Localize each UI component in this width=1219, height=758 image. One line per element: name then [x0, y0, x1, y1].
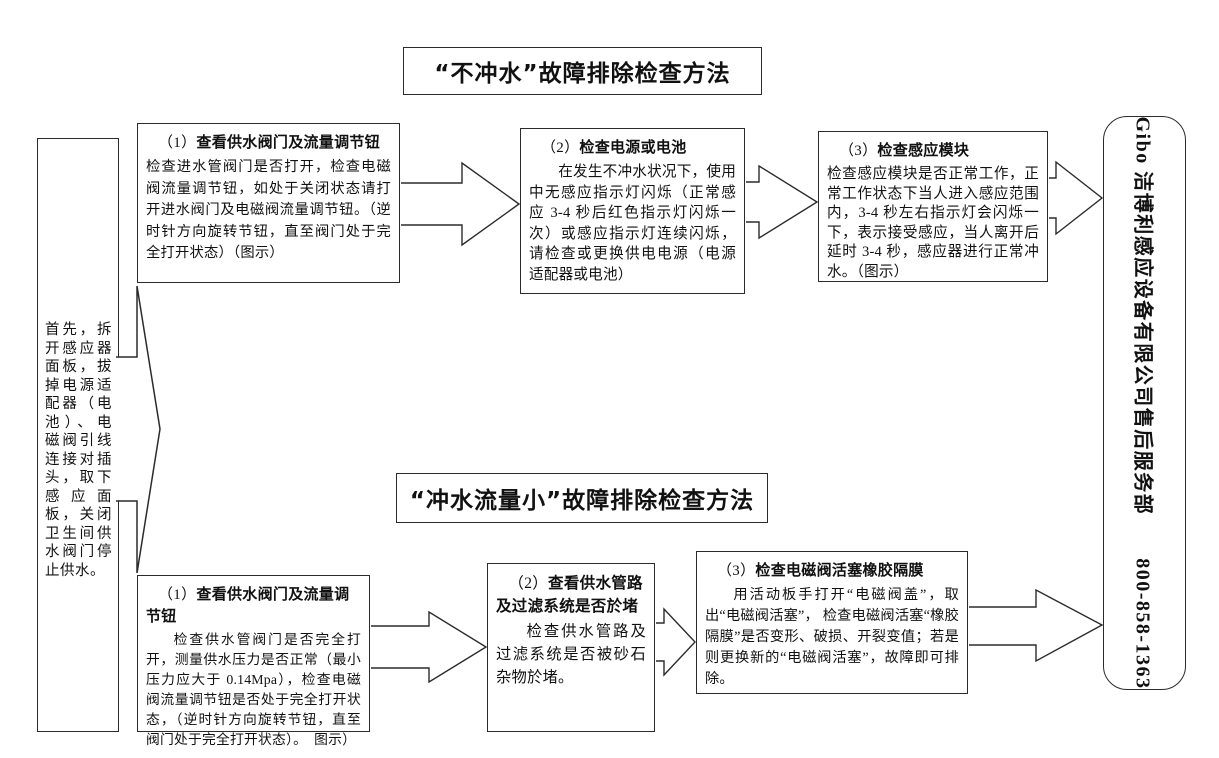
step-number: （1） [158, 587, 197, 603]
step-body: 在发生不冲水状况下，使用中无感应指示灯闪烁（正常感应 3-4 秒后红色指示灯闪烁… [529, 164, 736, 283]
step-title: （1）查看供水阀门及流量调节钮 [146, 132, 391, 154]
step-box-no-flush-2: （2）检查电源或电池 在发生不冲水状况下，使用中无感应指示灯闪烁（正常感应 3-… [520, 128, 745, 294]
step-title: （1）查看供水阀门及流量调节钮 [146, 584, 361, 627]
arrow-no-flush-1-to-2 [401, 161, 521, 247]
step-number: （3） [717, 563, 756, 579]
step-title-text: 检查感应模块 [877, 141, 970, 159]
step-body: 检查供水管路及过滤系统是否被砂石杂物於堵。 [496, 623, 646, 686]
step-body: 检查供水管阀门是否完全打开，测量供水压力是否正常（最小压力应大于 0.14Mpa… [146, 632, 361, 747]
step-title-text: 检查电源或电池 [579, 138, 687, 156]
step-number: （2） [541, 140, 580, 156]
preparation-note-text: 首先，拆开感应器面板，拔掉电源适配器（电池）、电磁阀引线连接对插头，取下感应面板… [45, 322, 112, 579]
arrow-no-flush-2-to-3 [746, 164, 819, 240]
service-contact-box: Gibo 洁博利感应设备有限公司售后服务部 800-858-1363 [1103, 116, 1186, 690]
preparation-note-box: 首先，拆开感应器面板，拔掉电源适配器（电池）、电磁阀引线连接对插头，取下感应面板… [37, 138, 119, 732]
step-title-text: 查看供水阀门及流量调节钮 [146, 585, 350, 625]
arrow-no-flush-3-to-service [1049, 160, 1104, 236]
step-box-low-flow-2: （2）查看供水管路及过滤系统是否於堵 检查供水管路及过滤系统是否被砂石杂物於堵。 [487, 563, 655, 732]
arrow-low-flow-1-to-2 [371, 610, 488, 684]
title-no-flush-label: “不冲水”故障排除检查方法 [434, 61, 731, 87]
step-title: （2）检查电源或电池 [529, 137, 736, 159]
arrow-low-flow-2-to-3 [656, 607, 696, 677]
arrow-low-flow-3-to-service [969, 588, 1104, 663]
step-title: （3）检查感应模块 [827, 140, 1039, 162]
step-title-text: 检查电磁阀活塞橡胶隔膜 [755, 561, 924, 579]
step-title-text: 查看供水阀门及流量调节钮 [196, 133, 381, 151]
step-number: （1） [158, 135, 197, 151]
title-no-flush: “不冲水”故障排除检查方法 [403, 47, 762, 95]
step-body: 用活动板手打开“电磁阀盖”，取出“电磁阀活塞”， 检查电磁阀活塞“橡胶隔膜”是否… [705, 587, 959, 687]
step-box-no-flush-3: （3）检查感应模块 检查感应模块是否正常工作，正常工作状态下当人进入感应范围内，… [818, 131, 1048, 282]
title-low-flow: “冲水流量小”故障排除检查方法 [396, 473, 768, 523]
step-box-no-flush-1: （1）查看供水阀门及流量调节钮 检查进水管阀门是否打开，检查电磁阀流量调节钮，如… [137, 123, 400, 283]
step-number: （2） [508, 575, 549, 592]
step-body: 检查感应模块是否正常工作，正常工作状态下当人进入感应范围内，3-4 秒左右指示灯… [827, 166, 1039, 280]
step-body: 检查进水管阀门是否打开，检查电磁阀流量调节钮，如处于关闭状态请打开进水阀门及电磁… [146, 159, 391, 261]
service-contact-text: Gibo 洁博利感应设备有限公司售后服务部 800-858-1363 [1131, 116, 1153, 690]
step-title-text: 查看供水管路及过滤系统是否於堵 [496, 574, 643, 615]
step-title: （2）查看供水管路及过滤系统是否於堵 [496, 572, 646, 617]
step-box-low-flow-3: （3）检查电磁阀活塞橡胶隔膜 用活动板手打开“电磁阀盖”，取出“电磁阀活塞”， … [696, 551, 968, 694]
title-low-flow-label: “冲水流量小”故障排除检查方法 [409, 488, 755, 514]
step-title: （3）检查电磁阀活塞橡胶隔膜 [705, 560, 959, 582]
step-box-low-flow-1: （1）查看供水阀门及流量调节钮 检查供水管阀门是否完全打开，测量供水压力是否正常… [137, 575, 370, 747]
step-number: （3） [839, 143, 878, 159]
chevron-arrow-preparation [116, 285, 161, 574]
